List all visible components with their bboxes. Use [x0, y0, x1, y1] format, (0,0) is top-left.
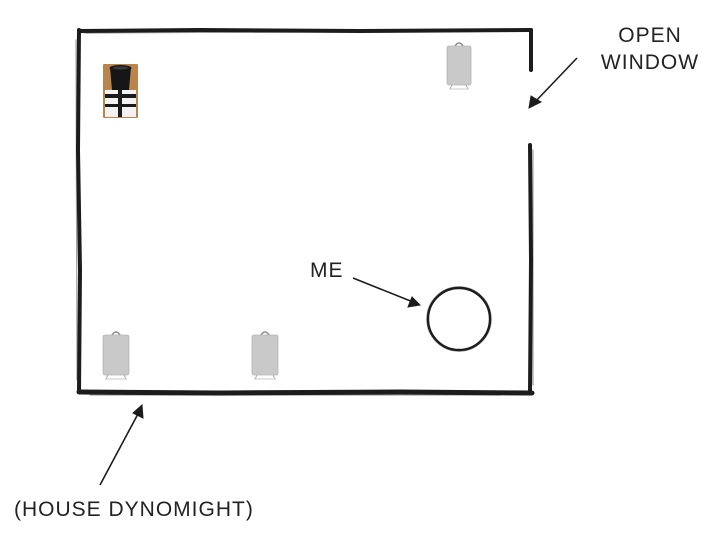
potted-plant-icon	[103, 64, 138, 118]
wall-bottom	[79, 392, 532, 393]
house-arrow	[100, 405, 143, 485]
open-window-label-line-2: WINDOW	[590, 49, 710, 76]
me-label: ME	[310, 257, 344, 284]
air-purifier-icon	[447, 43, 471, 89]
wall-top	[80, 30, 531, 31]
wall-right-lower	[530, 145, 531, 393]
open-window-label-line-1: OPEN	[590, 22, 710, 49]
air-purifier-icon	[103, 332, 129, 379]
wall-left	[78, 30, 80, 392]
air-purifier-icon	[252, 332, 278, 379]
open-window-label: OPEN WINDOW	[590, 22, 710, 76]
house-label: (HOUSE DYNOMIGHT)	[14, 496, 254, 523]
open-window-arrow	[529, 58, 577, 108]
me-arrow	[353, 278, 420, 307]
person-circle-icon	[427, 287, 492, 352]
